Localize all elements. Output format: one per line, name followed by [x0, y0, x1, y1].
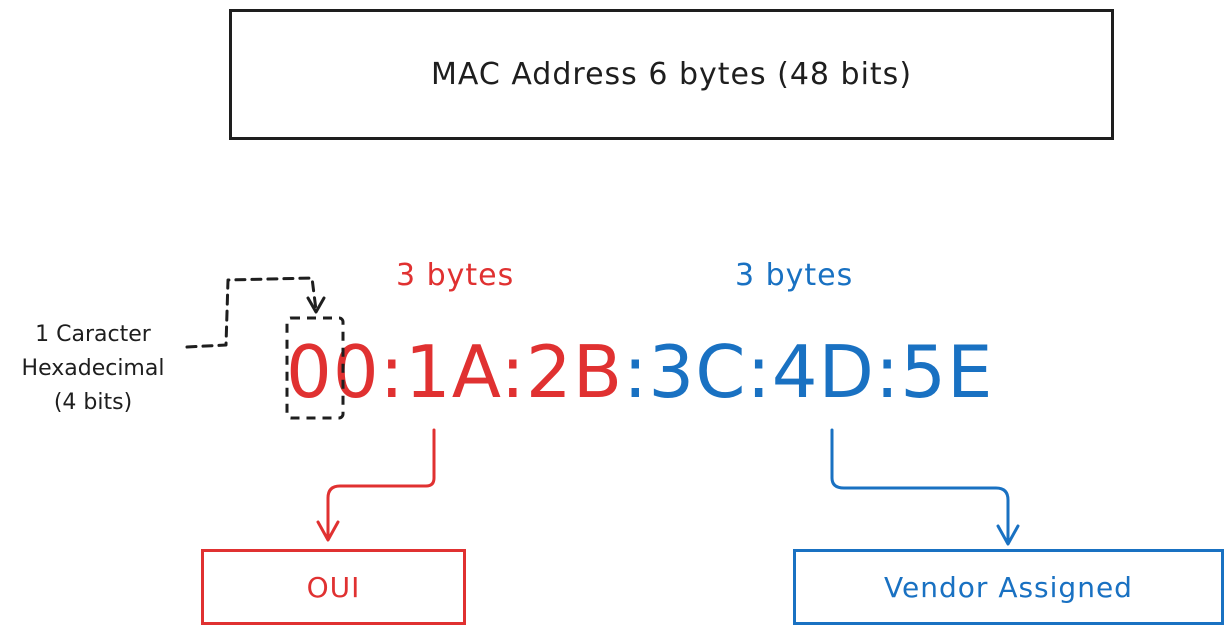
character-note-line-3: (4 bits)	[53, 390, 133, 415]
oui-box-label: OUI	[306, 570, 361, 604]
mac-oui-part: 0:1A:2B	[332, 330, 624, 414]
vendor-arrow	[830, 428, 1010, 544]
mac-address: 00:1A:2B:3C:4D:5E	[286, 322, 994, 422]
character-note-arrowhead	[306, 296, 326, 314]
character-note-line-1: 1 Caracter	[35, 322, 151, 347]
oui-arrow	[326, 428, 436, 540]
vendor-assigned-box: Vendor Assigned	[793, 549, 1224, 625]
character-note-dashed-arrow	[185, 276, 318, 349]
title-text: MAC Address 6 bytes (48 bits)	[430, 57, 913, 92]
oui-box: OUI	[201, 549, 466, 625]
title-box: MAC Address 6 bytes (48 bits)	[229, 9, 1114, 140]
vendor-box-label: Vendor Assigned	[884, 570, 1133, 604]
mac-first-character: 0	[286, 330, 333, 414]
vendor-bytes-label: 3 bytes	[735, 258, 854, 293]
oui-bytes-label: 3 bytes	[396, 258, 515, 293]
character-note: 1 Caracter Hexadecimal (4 bits)	[8, 318, 178, 420]
first-character-dashed-box	[285, 316, 345, 420]
character-note-line-2: Hexadecimal	[21, 356, 165, 381]
vendor-arrowhead	[996, 524, 1020, 546]
mac-vendor-part: :3C:4D:5E	[623, 330, 994, 414]
oui-arrowhead	[316, 520, 340, 542]
